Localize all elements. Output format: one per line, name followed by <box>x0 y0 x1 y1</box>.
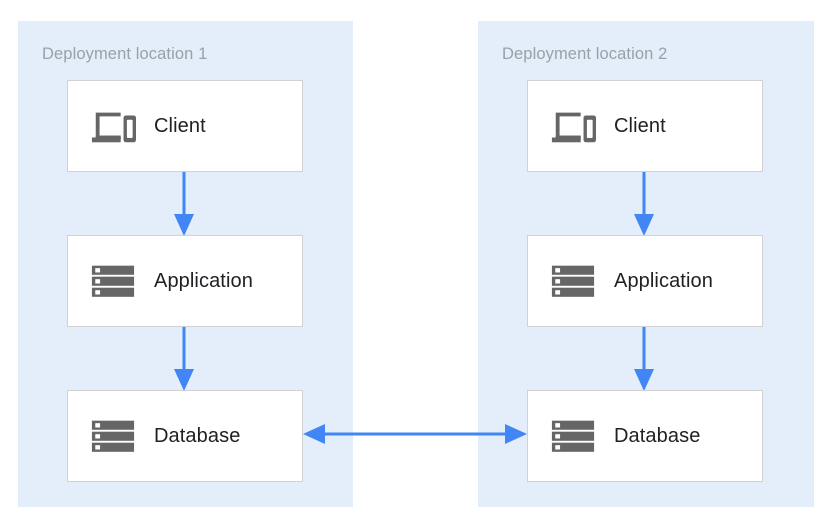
connector-application-1-to-database-1 <box>174 325 194 391</box>
node-client-1[interactable]: Client <box>67 80 303 172</box>
connector-client-2-to-application-2 <box>634 170 654 236</box>
client-device-icon <box>551 112 596 143</box>
zone-title-deployment-location-2: Deployment location 2 <box>502 45 668 63</box>
connector-client-1-to-application-1 <box>174 170 194 236</box>
connector-application-2-to-database-2 <box>634 325 654 391</box>
client-device-icon <box>91 112 136 143</box>
node-label-database-1: Database <box>154 424 241 447</box>
node-label-application-1: Application <box>154 269 253 292</box>
node-label-client-1: Client <box>154 114 206 137</box>
server-rack-icon <box>91 420 135 452</box>
node-label-database-2: Database <box>614 424 701 447</box>
node-client-2[interactable]: Client <box>527 80 763 172</box>
node-application-2[interactable]: Application <box>527 235 763 327</box>
node-label-application-2: Application <box>614 269 713 292</box>
zone-title-deployment-location-1: Deployment location 1 <box>42 45 208 63</box>
server-rack-icon <box>91 265 135 297</box>
server-rack-icon <box>551 420 595 452</box>
node-database-2[interactable]: Database <box>527 390 763 482</box>
connector-database-1-to-database-2 <box>303 424 527 444</box>
node-label-client-2: Client <box>614 114 666 137</box>
server-rack-icon <box>551 265 595 297</box>
node-database-1[interactable]: Database <box>67 390 303 482</box>
node-application-1[interactable]: Application <box>67 235 303 327</box>
